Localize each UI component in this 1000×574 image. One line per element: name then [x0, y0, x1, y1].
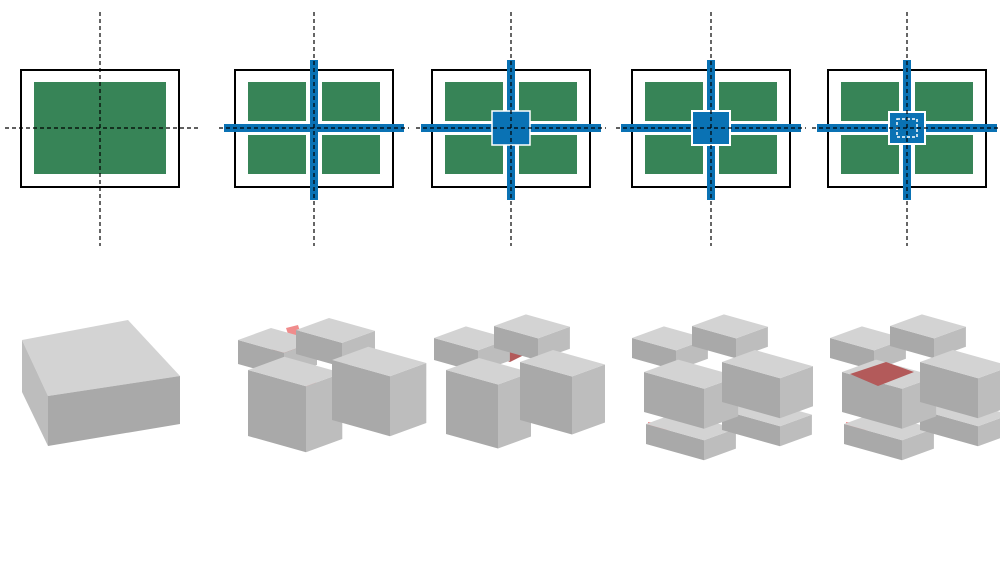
plan-step-5: [812, 12, 998, 246]
cube-front-face: [842, 372, 902, 429]
cube-front-face: [644, 372, 704, 429]
cube-top-face: [722, 350, 813, 379]
cube-top-face: [692, 314, 768, 339]
cube-front-face: [296, 330, 342, 367]
massing-step-3: [434, 314, 605, 449]
block-back-right: [890, 314, 966, 359]
building-quadrant-4: [322, 135, 380, 174]
cube-front-face: [830, 338, 874, 371]
cube-front-face: [890, 326, 934, 359]
cube-side-face: [538, 326, 570, 361]
cube-side-face: [780, 366, 813, 419]
cube-side-face: [736, 326, 768, 359]
cube-front-face: [920, 362, 978, 419]
cube-top-face: [446, 358, 531, 385]
block-back-right: [494, 314, 570, 361]
block-front-left: [248, 356, 343, 453]
block-front-right: [722, 350, 813, 419]
cube-top-face: [494, 314, 570, 339]
cube-front-face: [722, 410, 780, 447]
mass-top-face: [22, 320, 180, 396]
cube-front-face: [692, 326, 736, 359]
slab-front-left: [844, 412, 934, 461]
mass-front-face: [48, 376, 180, 446]
cube-side-face: [902, 428, 934, 461]
cutout-cavity: [850, 362, 914, 386]
cube-front-face: [332, 360, 390, 437]
block-front-right: [332, 346, 427, 437]
cube-front-face: [494, 326, 538, 361]
cube-top-face: [844, 412, 934, 441]
cube-top-face: [920, 350, 1000, 379]
massing-row: [22, 314, 1000, 461]
plan-step-4: [616, 12, 806, 246]
cube-side-face: [978, 418, 1000, 447]
cube-front-face: [446, 370, 498, 449]
cube-front-face: [520, 362, 572, 435]
cube-side-face: [780, 414, 812, 447]
cube-top-face: [646, 412, 736, 441]
block-front-left: [644, 359, 739, 429]
cube-front-face: [722, 362, 780, 419]
cube-front-face: [844, 424, 902, 461]
cube-top-face: [520, 350, 605, 377]
massing-step-2: [238, 318, 427, 453]
slab-front-left: [646, 412, 736, 461]
cube-top-face: [632, 326, 708, 351]
cube-side-face: [704, 428, 736, 461]
cube-front-face: [632, 338, 676, 371]
cube-top-face: [248, 356, 343, 387]
block-front-left: [446, 358, 531, 449]
cube-front-face: [920, 410, 978, 447]
building-quadrant-2: [322, 82, 380, 121]
cube-top-face: [890, 314, 966, 339]
cube-top-face: [332, 346, 427, 377]
building-quadrant-3: [248, 135, 306, 174]
massing-step-1: [22, 320, 180, 446]
cube-side-face: [390, 363, 427, 437]
plan-row: [5, 12, 998, 246]
building-quadrant-1: [248, 82, 306, 121]
cube-top-face: [296, 318, 375, 343]
block-front-right: [520, 350, 605, 435]
massing-step-5: [830, 314, 1000, 461]
cube-side-face: [978, 370, 1000, 419]
cube-top-face: [830, 326, 906, 351]
cube-top-face: [644, 359, 739, 389]
plan-step-1: [5, 12, 198, 246]
block-back-right: [692, 314, 768, 359]
cube-side-face: [572, 364, 605, 435]
cube-side-face: [934, 326, 966, 359]
plan-step-2: [219, 12, 409, 246]
mass-left-face: [22, 340, 48, 446]
massing-step-4: [632, 314, 813, 461]
cube-front-face: [248, 370, 306, 453]
block-front-right: [920, 350, 1000, 419]
plan-step-3: [416, 12, 606, 246]
cube-top-face: [434, 326, 510, 351]
cube-front-face: [646, 424, 704, 461]
